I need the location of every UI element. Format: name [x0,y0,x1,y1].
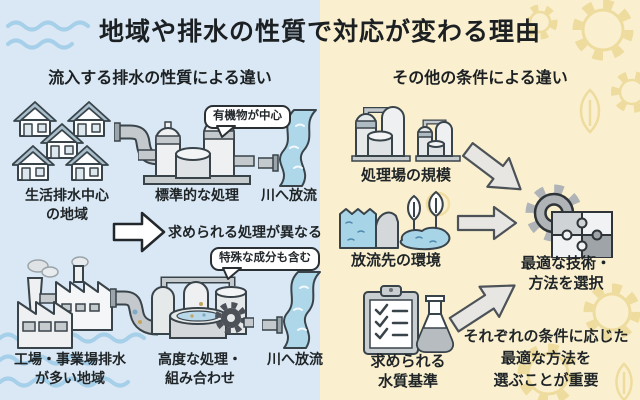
discharge-environment-icon [339,190,451,251]
arrow-right-icon [456,205,518,241]
arrow-down-right-icon [461,142,522,191]
river-icon [258,109,317,187]
advanced-treatment-plant-icon [151,276,254,339]
flow2-process-label: 高度な処理・ 組み合わせ [158,351,242,386]
puzzle-pieces [551,211,613,258]
callout-bubble: 特殊な成分も含む [210,247,320,280]
conclusion-note: それぞれの条件に応じた 最適な方法を 選ぶことが重要 [463,328,629,389]
river-icon [262,271,321,349]
callout-text: 特殊な成分も含む [219,252,311,264]
callout-tail [216,124,236,138]
flow2-river-label: 川へ放流 [267,351,323,367]
houses-icon [12,101,111,181]
factor-environment-label: 放流先の環境 [350,252,441,269]
page-title: 地域や排水の性質で対応が変わる理由 [98,18,541,46]
plant-scale-icon [351,106,461,162]
flow1-source-label: 生活排水中心 の地域 [25,187,109,222]
left-section-header: 流入する排水の性質による違い [48,70,272,87]
result-label: 最適な技術・ 方法を選択 [520,255,611,293]
water-quality-icon [363,285,454,355]
flow2-source-label: 工場・事業場排水 が多い地域 [14,351,126,386]
leaf-decoration [615,362,633,400]
block-arrow-icon [112,211,166,253]
sewer-pipe-icon [110,288,158,336]
callout-text: 有機物が中心 [213,110,282,122]
wave-decoration [6,20,90,50]
arrow-up-right-icon [448,284,516,333]
treatment-plant-icon [138,118,255,185]
callout-tail [222,266,242,280]
flow1-process-label: 標準的な処理 [155,187,239,203]
flow1-river-label: 川へ放流 [261,187,317,203]
gear-decoration [517,283,640,400]
middle-note: 求められる処理が異なる [168,224,322,240]
factor-quality-label: 求められる 水質基準 [370,353,446,391]
factor-scale-label: 処理場の規模 [360,167,451,184]
right-section-header: その他の条件による違い [392,70,568,87]
factory-icon [17,256,113,349]
gear-decoration [528,0,640,134]
callout-bubble: 有機物が中心 [204,105,291,138]
leaf-decoration [579,88,601,134]
gear-puzzle-icon [525,184,613,258]
